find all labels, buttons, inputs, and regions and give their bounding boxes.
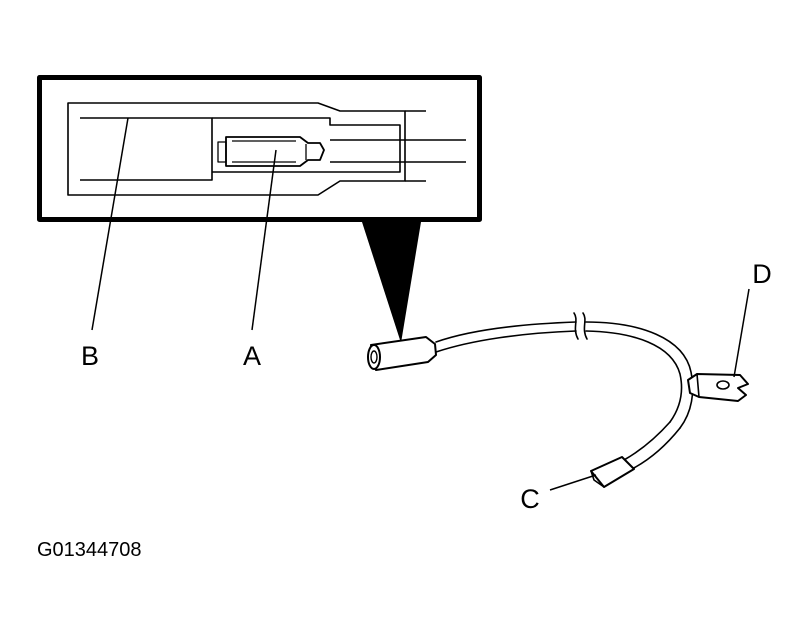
sleeve-outline xyxy=(80,117,213,181)
leader-d xyxy=(733,288,750,378)
cable-break-left xyxy=(573,312,579,340)
label-b: B xyxy=(81,341,99,371)
mounting-bracket-edge xyxy=(696,373,700,398)
housing-outline xyxy=(67,102,406,196)
leader-c xyxy=(549,474,597,491)
cable-upper-a xyxy=(435,321,577,343)
bracket-hole xyxy=(716,380,730,390)
inset-frame xyxy=(37,75,482,222)
cable-lower-c xyxy=(623,421,671,461)
cavity-outline xyxy=(212,117,401,173)
connector-body xyxy=(590,456,635,488)
leader-lines xyxy=(91,117,750,491)
label-d: D xyxy=(752,259,772,289)
cable-upper-c xyxy=(629,427,681,471)
sensor-end-inner xyxy=(370,350,378,364)
sensor-tip xyxy=(225,136,325,167)
figure-id: G01344708 xyxy=(37,539,142,561)
leader-b xyxy=(91,117,129,331)
label-a: A xyxy=(243,341,261,371)
label-c: C xyxy=(520,484,540,514)
leader-a xyxy=(251,149,277,331)
connector-face xyxy=(590,470,605,488)
sensor-body xyxy=(370,336,437,371)
cable-lower-a xyxy=(435,330,577,353)
cable-break-right xyxy=(582,312,588,340)
detail-inset xyxy=(37,75,482,222)
detail-pointer xyxy=(362,222,421,343)
cable-upper-b xyxy=(585,321,694,429)
sensor-end xyxy=(367,344,381,370)
cable-lower-b xyxy=(585,330,683,423)
sensor-assembly xyxy=(367,312,749,488)
sensor-tip-inner xyxy=(217,140,296,163)
